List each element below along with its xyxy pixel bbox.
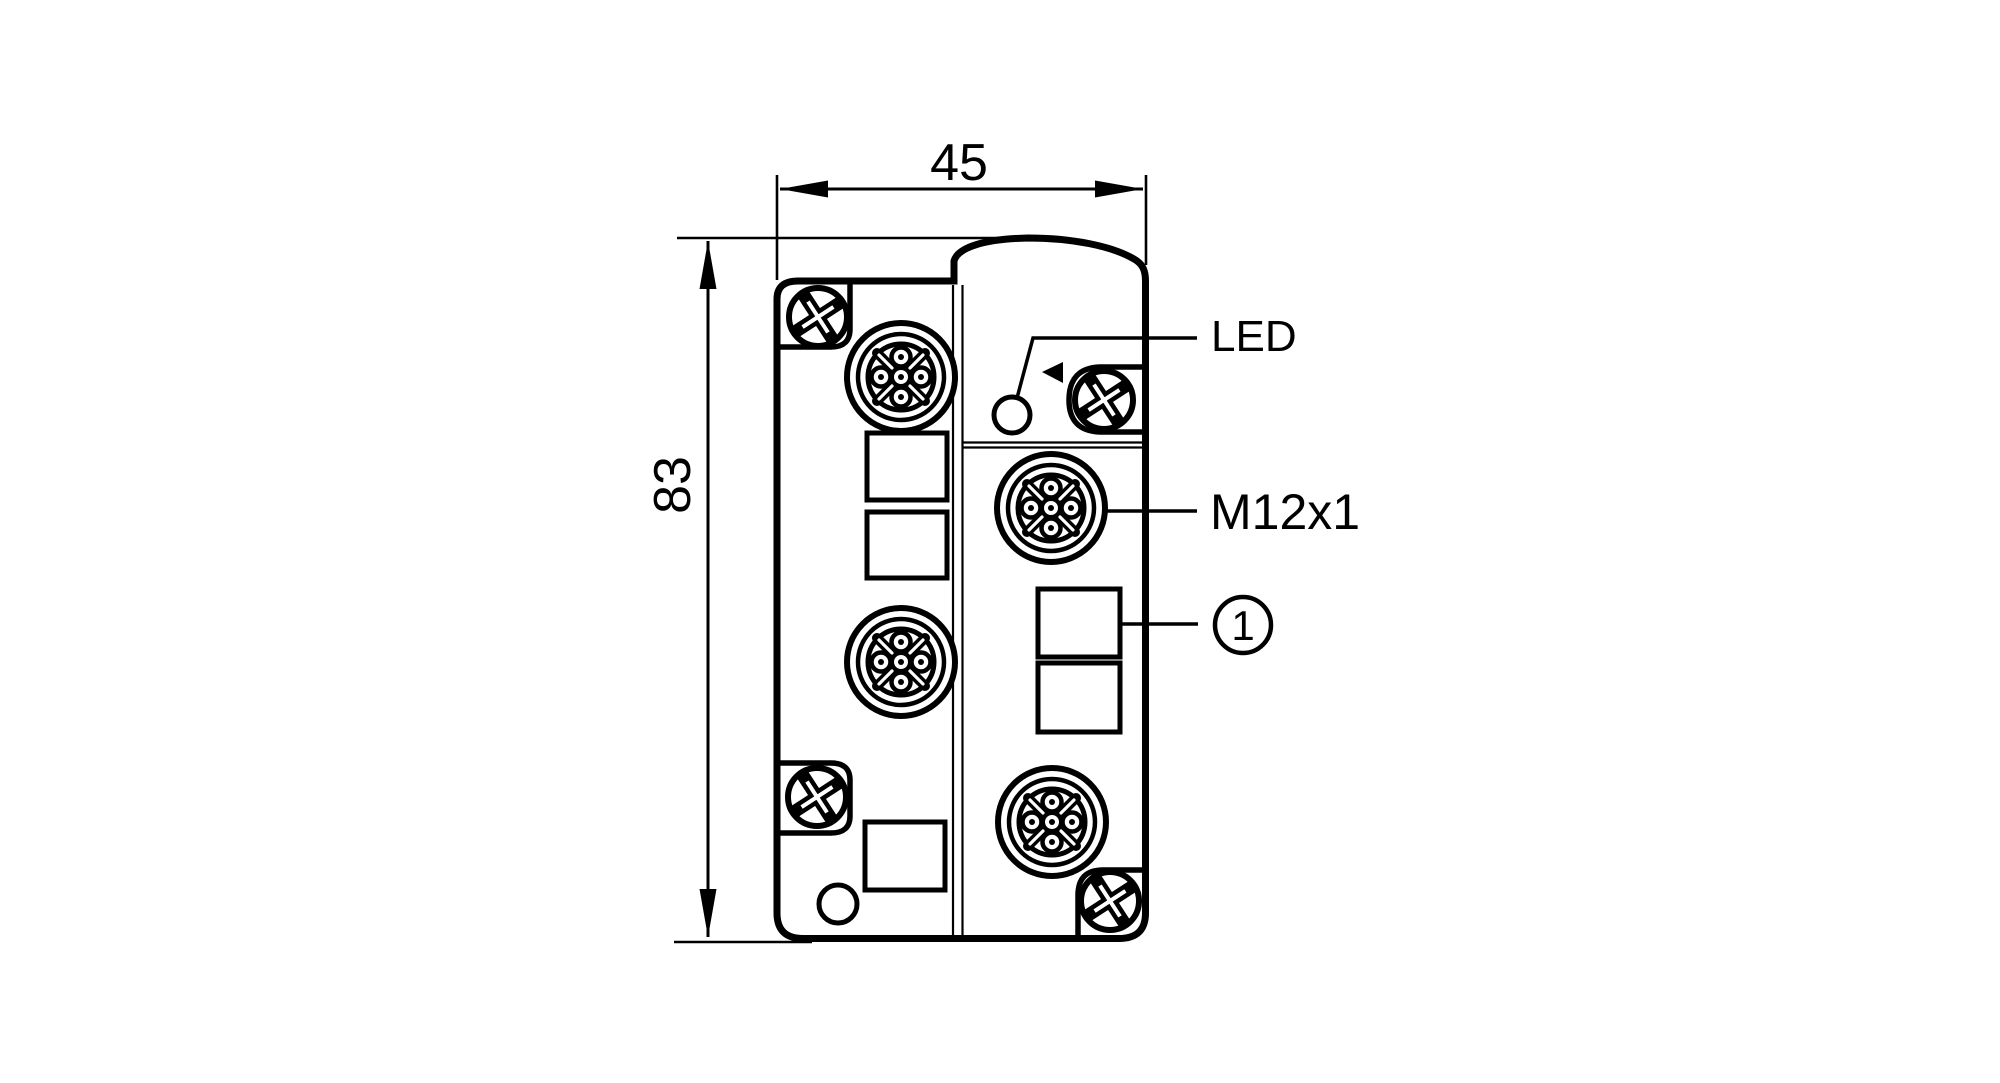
screw-notches xyxy=(779,283,1144,936)
m12-connector-icon xyxy=(997,454,1105,562)
led-leader-line xyxy=(1015,336,1197,399)
mounting-screw-icon xyxy=(1081,872,1139,930)
port-window-square xyxy=(862,819,948,893)
dimension-height: 83 xyxy=(644,241,717,937)
port-windows xyxy=(862,430,1123,893)
led-label: LED xyxy=(1211,312,1297,361)
led-callout: LED xyxy=(1015,312,1297,399)
dimension-height-label: 83 xyxy=(644,456,702,514)
address-hole-circle xyxy=(816,882,860,926)
notch-top-right xyxy=(1066,364,1144,435)
port-window-square xyxy=(864,430,950,503)
mounting-screw-icon xyxy=(788,768,846,826)
arrowhead-right-icon xyxy=(1095,180,1143,198)
led-indicator-circle xyxy=(991,394,1033,436)
port-window-square xyxy=(1035,586,1123,660)
right-panel-divider xyxy=(963,441,1142,449)
dimension-width-label: 45 xyxy=(930,134,988,192)
port-window-square xyxy=(1035,660,1123,735)
m12-connector-icon xyxy=(847,608,955,716)
mounting-screw-icon xyxy=(1075,371,1133,429)
m12-connector-icon xyxy=(847,323,955,431)
callout-circle xyxy=(1212,594,1274,656)
dimension-width: 45 xyxy=(780,134,1143,198)
extension-lines xyxy=(674,175,1148,944)
port-window-square xyxy=(864,509,950,581)
mounting-screw-icon xyxy=(789,288,847,346)
notch-top-left xyxy=(779,283,853,350)
callout-number-label: 1 xyxy=(1231,602,1254,649)
arrowhead-down-icon xyxy=(699,889,717,937)
m12-connector-icon xyxy=(998,768,1106,876)
connector-callout: M12x1 xyxy=(1107,484,1360,540)
arrowhead-left-icon xyxy=(780,180,828,198)
arrowhead-up-icon xyxy=(699,241,717,289)
led-pointer-triangle-icon xyxy=(1042,362,1063,383)
notch-mid-left xyxy=(779,760,853,836)
connector-label: M12x1 xyxy=(1210,484,1360,540)
callout-1: 1 xyxy=(1122,594,1274,656)
